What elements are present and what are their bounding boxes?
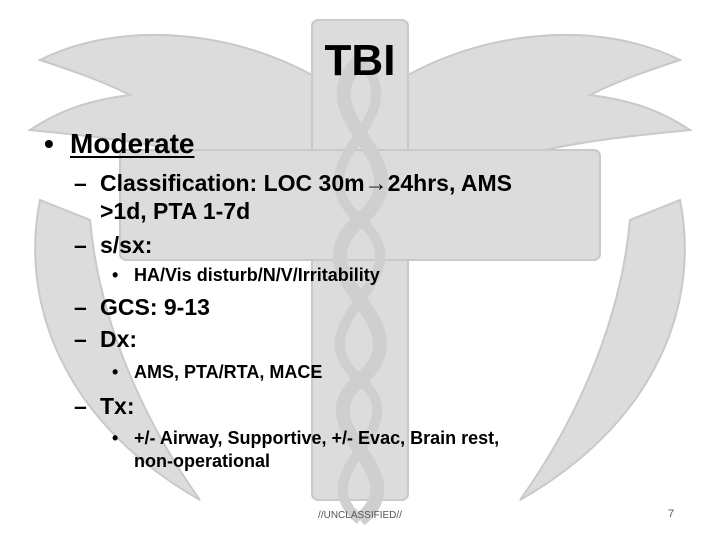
bullet-signs-symptoms: –s/sx: <box>74 232 152 259</box>
bullet-tx-list-continued: non-operational <box>134 451 270 472</box>
classification-footer: //UNCLASSIFIED// <box>318 510 402 521</box>
bullet-dx: –Dx: <box>74 326 137 353</box>
bullet-tx: –Tx: <box>74 393 135 420</box>
bullet-marker: • <box>112 265 119 285</box>
slide-title: TBI <box>324 36 396 85</box>
dash-marker: – <box>74 393 87 419</box>
bullet-label: s/sx: <box>100 232 153 258</box>
bullet-label: GCS: 9-13 <box>100 294 210 320</box>
bullet-moderate: • Moderate <box>44 128 194 160</box>
bullet-marker: • <box>44 128 54 159</box>
dash-marker: – <box>74 232 87 258</box>
bullet-classification: –Classification: LOC 30m→24hrs, AMS <box>74 170 512 197</box>
bullet-gcs: –GCS: 9-13 <box>74 294 210 321</box>
bullet-label: AMS, PTA/RTA, MACE <box>134 362 323 382</box>
bullet-marker: • <box>112 362 119 382</box>
bullet-label: Tx: <box>100 393 135 419</box>
bullet-label: +/- Airway, Supportive, +/- Evac, Brain … <box>134 428 500 448</box>
bullet-label: Dx: <box>100 326 138 352</box>
bullet-marker: • <box>112 428 119 448</box>
dash-marker: – <box>74 294 87 320</box>
page-number: 7 <box>668 508 675 520</box>
bullet-label: Classification: LOC 30m→24hrs, AMS <box>100 170 512 196</box>
bullet-label: HA/Vis disturb/N/V/Irritability <box>134 265 380 285</box>
bullet-tx-list: • +/- Airway, Supportive, +/- Evac, Brain… <box>112 428 499 449</box>
bullet-symptoms-list: • HA/Vis disturb/N/V/Irritability <box>112 265 380 286</box>
dash-marker: – <box>74 326 87 352</box>
bullet-dx-list: • AMS, PTA/RTA, MACE <box>112 362 322 383</box>
bullet-label: Moderate <box>70 128 195 159</box>
dash-marker: – <box>74 170 87 196</box>
bullet-classification-continued: >1d, PTA 1-7d <box>100 198 250 225</box>
bullet-label: non-operational <box>134 451 270 471</box>
bullet-label: >1d, PTA 1-7d <box>100 198 251 224</box>
